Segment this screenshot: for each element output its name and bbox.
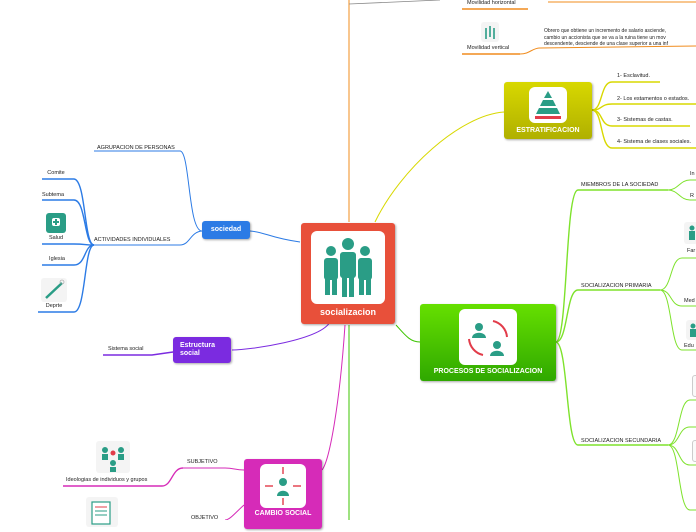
link-estructura (231, 321, 331, 351)
estrat-item-1[interactable]: 1- Esclavitud. (617, 73, 651, 79)
movilidad-vertical-desc: Obrero que obtiene un incremento de sala… (544, 28, 668, 47)
estrat-item-4[interactable]: 4- Sistema de clases sociales. (617, 139, 691, 145)
movilidad-vertical-label[interactable]: Movilidad vertical (467, 45, 510, 51)
ideologias-label[interactable]: Ideologias de individuos y grupos (66, 477, 148, 483)
sistema-social-label[interactable]: Sistema social (108, 346, 144, 352)
education-icon (686, 320, 696, 340)
partial-icon-2 (692, 440, 696, 462)
partial-icon-1 (692, 375, 696, 397)
estructura-social-label: Estructura social (180, 342, 216, 357)
estratificacion-node[interactable]: ESTRATIFICACION (504, 82, 592, 139)
movilidad-horizontal-label[interactable]: Movilidad horizontal (467, 0, 516, 6)
primaria-label[interactable]: SOCIALIZACION PRIMARIA (581, 283, 652, 289)
cambio-social-label: CAMBIO SOCIAL (254, 510, 312, 517)
cambio-social-node[interactable]: CAMBIO SOCIAL (244, 459, 322, 529)
cut-label-far[interactable]: Far (687, 248, 696, 254)
procesos-label: PROCESOS DE SOCIALIZACION (433, 368, 543, 375)
sociedad-label: sociedad (210, 226, 242, 233)
link-cambio (321, 324, 346, 471)
objetivo-label[interactable]: OBJETIVO (191, 515, 219, 521)
cut-label-med[interactable]: Med (684, 298, 695, 304)
item-comite[interactable]: Comite (47, 170, 65, 176)
link-agrupacion (94, 150, 203, 232)
people-network-icon (96, 441, 130, 473)
link-actividades (94, 230, 203, 246)
cut-label-in[interactable]: In (690, 171, 695, 177)
people-exchange-icon (459, 309, 517, 365)
estrat-item-3[interactable]: 3- Sistemas de castas. (617, 117, 673, 123)
pyramid-icon (529, 87, 567, 123)
central-topic[interactable]: socializacion (301, 223, 395, 324)
estructura-social-node[interactable]: Estructura social (173, 337, 231, 363)
cut-label-r[interactable]: R (690, 193, 694, 199)
procesos-node[interactable]: PROCESOS DE SOCIALIZACION (420, 304, 556, 381)
person-center-arrows-icon (260, 464, 306, 508)
mindmap-connectors (38, 0, 696, 520)
secundaria-label[interactable]: SOCIALIZACION SECUNDARIA (581, 438, 662, 444)
item-deprte[interactable]: Deprte (45, 303, 63, 309)
estrat-item-2[interactable]: 2- Los estamentos o estados. (617, 96, 690, 102)
actividades-label[interactable]: ACTIVIDADES INDIVIDUALES (94, 237, 171, 243)
miembros-label[interactable]: MIEMBROS DE LA SOCIEDAD (581, 182, 659, 188)
link-sociedad (249, 230, 301, 243)
cut-label-edu[interactable]: Edu (684, 343, 694, 349)
item-iglesia[interactable]: Iglesia (49, 256, 65, 262)
agrupacion-label[interactable]: AGRUPACION DE PERSONAS (97, 145, 175, 151)
link-estratificacion (374, 111, 505, 223)
item-salud[interactable]: Salud (48, 235, 64, 241)
first-aid-kit-icon (46, 213, 66, 233)
item-subtema[interactable]: Subtema (41, 192, 65, 198)
family-icon (684, 222, 696, 244)
central-topic-label: socializacion (319, 307, 377, 317)
people-group-icon (311, 231, 385, 304)
estratificacion-label: ESTRATIFICACION (516, 127, 580, 134)
document-form-icon (86, 497, 118, 527)
subjetivo-label[interactable]: SUBJETIVO (187, 459, 218, 465)
sociedad-node[interactable]: sociedad (202, 221, 250, 239)
vertical-arrow-icon (481, 22, 499, 42)
sports-stick-icon (41, 278, 67, 302)
link-procesos (395, 324, 421, 343)
